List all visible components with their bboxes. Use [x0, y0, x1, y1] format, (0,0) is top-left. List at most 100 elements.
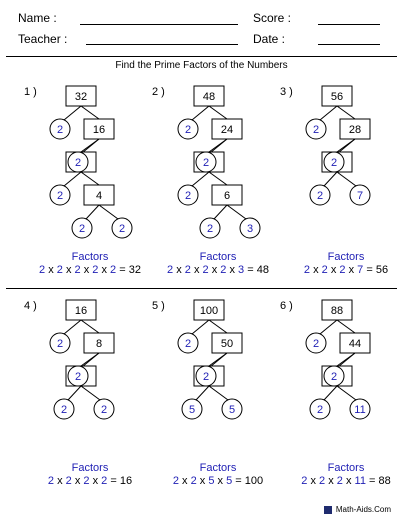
prime-value: 2 — [331, 157, 337, 169]
prime-circle — [199, 217, 221, 239]
factor-value: 2 — [101, 475, 108, 487]
row-divider — [6, 288, 397, 289]
composite-value: 56 — [331, 91, 343, 103]
prime-circle — [195, 365, 217, 387]
composite-box — [65, 299, 97, 321]
instructions: Find the Prime Factors of the Numbers — [115, 60, 288, 71]
prime-value: 2 — [185, 338, 191, 350]
composite-box — [211, 184, 243, 206]
prime-circle — [309, 398, 331, 420]
problem-2: 2 )482412622223 — [146, 82, 270, 282]
problem-number: 5 ) — [152, 300, 165, 312]
factor-tree: 32168422222 — [49, 85, 133, 239]
prime-value: 2 — [119, 223, 125, 235]
factor-value: 2 — [167, 264, 174, 276]
prime-value: 2 — [203, 371, 209, 383]
composite-value: 8 — [96, 338, 102, 350]
factors-equation: 2 x 2 x 2 x 2 = 16 — [47, 475, 133, 487]
prime-circle — [349, 398, 371, 420]
factors-title: Factors — [199, 251, 237, 263]
prime-value: 7 — [357, 190, 363, 202]
problem-number: 2 ) — [152, 86, 165, 98]
factor-value: 2 — [56, 264, 63, 276]
factor-value: 5 — [208, 475, 215, 487]
equation-result: 32 — [128, 264, 141, 276]
prime-circle — [49, 118, 71, 140]
header-divider — [6, 56, 397, 57]
equation-result: 100 — [244, 475, 264, 487]
composite-box — [83, 118, 115, 140]
footer-site: Math-Aids.Com — [335, 505, 391, 514]
teacher-label: Teacher : — [18, 32, 68, 46]
problem-number: 4 ) — [24, 300, 37, 312]
composite-value: 4 — [96, 190, 102, 202]
teacher-line[interactable] — [86, 44, 238, 45]
prime-circle — [323, 151, 345, 173]
problem-number: 6 ) — [280, 300, 293, 312]
prime-circle — [177, 118, 199, 140]
factor-value: 7 — [357, 264, 364, 276]
factor-value: 2 — [47, 475, 55, 487]
name-line[interactable] — [80, 24, 238, 25]
prime-circle — [349, 184, 371, 206]
problem-number: 1 ) — [24, 86, 37, 98]
factor-value: 2 — [220, 264, 227, 276]
name-label: Name : — [18, 11, 57, 25]
prime-value: 11 — [354, 404, 365, 416]
composite-value: 32 — [75, 91, 87, 103]
factors-title: Factors — [71, 462, 109, 474]
factor-value: 2 — [190, 475, 197, 487]
composite-box — [83, 184, 115, 206]
factor-value: 2 — [321, 264, 328, 276]
prime-circle — [305, 332, 327, 354]
composite-box — [211, 118, 243, 140]
prime-circle — [309, 184, 331, 206]
prime-value: 3 — [247, 223, 253, 235]
factors-equation: 2 x 2 x 5 x 5 = 100 — [172, 475, 264, 487]
composite-value: 50 — [221, 338, 233, 350]
prime-value: 2 — [79, 223, 85, 235]
prime-value: 2 — [185, 190, 191, 202]
prime-circle — [221, 398, 243, 420]
score-line[interactable] — [318, 24, 380, 25]
factor-tree: 16842222 — [49, 299, 115, 420]
date-line[interactable] — [318, 44, 380, 45]
prime-circle — [53, 398, 75, 420]
prime-value: 2 — [317, 404, 323, 416]
problem-5: 5 )10050252255 — [146, 296, 270, 496]
prime-value: 2 — [313, 124, 319, 136]
factor-value: 2 — [172, 475, 179, 487]
prime-circle — [67, 365, 89, 387]
composite-value: 24 — [221, 124, 233, 136]
prime-value: 2 — [185, 124, 191, 136]
prime-value: 2 — [75, 157, 81, 169]
prime-circle — [181, 398, 203, 420]
math-aids-logo-icon — [323, 505, 332, 514]
prime-circle — [177, 332, 199, 354]
prime-circle — [49, 332, 71, 354]
composite-value: 88 — [331, 305, 343, 317]
factors-title: Factors — [199, 462, 237, 474]
prime-value: 5 — [229, 404, 235, 416]
score-label: Score : — [253, 11, 292, 25]
prime-value: 2 — [61, 404, 67, 416]
prime-circle — [323, 365, 345, 387]
problem-number: 3 ) — [280, 86, 293, 98]
prime-circle — [195, 151, 217, 173]
composite-box — [339, 332, 371, 354]
factor-value: 2 — [319, 475, 326, 487]
factor-value: 3 — [238, 264, 245, 276]
factors-equation: 2 x 2 x 2 x 2 x 2 = 32 — [39, 264, 141, 276]
prime-circle — [49, 184, 71, 206]
factor-value: 2 — [39, 264, 46, 276]
problem-4: 4 ) 16842222 — [18, 296, 142, 496]
factors-title: Factors — [327, 251, 365, 263]
prime-value: 5 — [189, 404, 195, 416]
composite-value: 6 — [224, 190, 230, 202]
composite-value: 100 — [200, 305, 218, 317]
composite-box — [321, 299, 353, 321]
equation-result: 48 — [256, 264, 269, 276]
prime-value: 2 — [57, 190, 63, 202]
composite-value: 48 — [203, 91, 215, 103]
factor-value: 11 — [354, 475, 366, 487]
